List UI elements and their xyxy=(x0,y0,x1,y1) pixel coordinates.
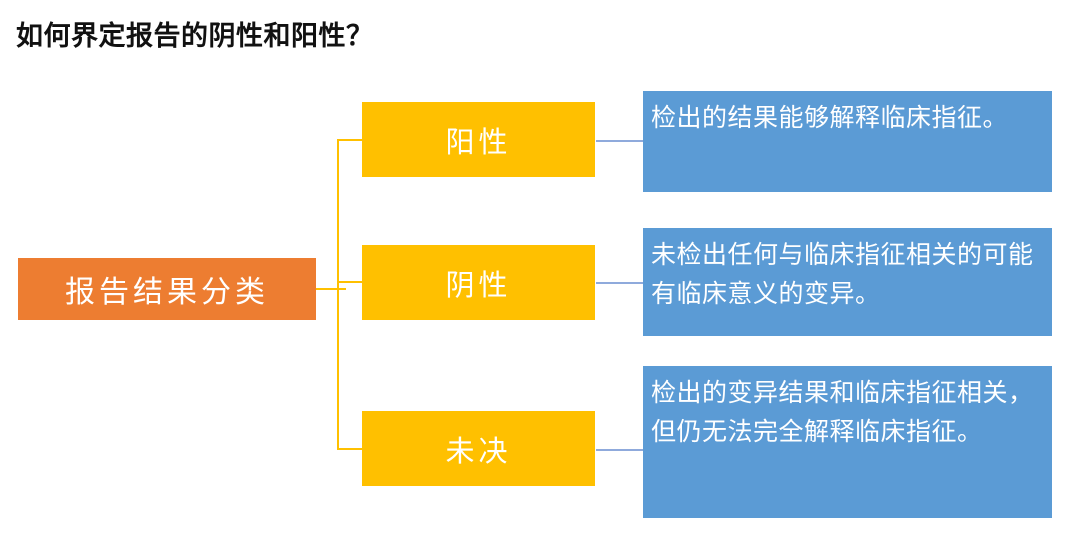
description-node-negative[interactable]: 未检出任何与临床指征相关的可能有临床意义的变异。 xyxy=(643,228,1052,336)
category-node-positive[interactable]: 阳性 xyxy=(362,102,595,177)
description-node-text: 未检出任何与临床指征相关的可能有临床意义的变异。 xyxy=(651,242,1034,308)
connector-trunk-vertical xyxy=(337,139,339,449)
connector-category-3-to-description-3 xyxy=(596,449,644,451)
root-node-report-classification[interactable]: 报告结果分类 xyxy=(18,258,316,320)
connector-root-to-trunk xyxy=(316,288,346,290)
description-node-positive[interactable]: 检出的结果能够解释临床指征。 xyxy=(643,91,1052,192)
category-node-label: 阴性 xyxy=(445,269,512,302)
connector-category-1-to-description-1 xyxy=(596,140,644,142)
description-node-undetermined[interactable]: 检出的变异结果和临床指征相关，但仍无法完全解释临床指征。 xyxy=(643,366,1052,518)
description-node-text: 检出的结果能够解释临床指征。 xyxy=(651,105,1009,132)
connector-trunk-to-branch-1 xyxy=(337,139,363,141)
category-node-negative[interactable]: 阴性 xyxy=(362,245,595,320)
category-node-label: 阳性 xyxy=(445,126,512,159)
description-node-text: 检出的变异结果和临床指征相关，但仍无法完全解释临床指征。 xyxy=(651,380,1034,446)
category-node-undetermined[interactable]: 未决 xyxy=(362,411,595,486)
root-node-label: 报告结果分类 xyxy=(65,276,269,309)
page-title: 如何界定报告的阴性和阳性？ xyxy=(16,21,374,51)
connector-category-2-to-description-2 xyxy=(596,282,644,284)
connector-trunk-to-branch-3 xyxy=(337,448,363,450)
category-node-label: 未决 xyxy=(445,435,512,468)
connector-trunk-to-branch-2 xyxy=(337,281,363,283)
